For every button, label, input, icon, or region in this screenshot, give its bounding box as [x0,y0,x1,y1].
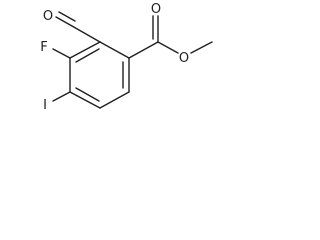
aldehyde-double-bond-b [58,11,76,22]
ester-oxygen-label: O [179,51,189,66]
ring-bond-5 [69,91,101,109]
aldehyde-oxygen-label: O [43,9,53,24]
benzene-ring [69,41,130,109]
iodine-label: I [43,98,47,113]
ester-carbon-bond [128,41,159,59]
fluorine-label: F [40,40,47,55]
iodine-bond [52,91,71,102]
ring-double-bond-inner-1 [75,48,100,63]
aldehyde-group: O [43,9,101,43]
aldehyde-carbon-bond [71,25,101,43]
ester-group: O O [128,2,213,66]
chemical-structure-diagram: O O O F I [40,2,213,113]
aldehyde-double-bond-a [55,16,73,27]
ring-bond-1 [69,41,101,59]
fluorine-bond [52,48,71,59]
ester-carbonyl-oxygen-label: O [151,2,161,17]
ester-methyl-bond [190,41,213,54]
ring-double-bond-inner-3 [75,87,100,102]
ester-single-bond-to-oxygen [157,41,179,54]
fluorine-substituent: F [40,40,71,59]
iodine-substituent: I [43,91,71,113]
ring-bond-2 [99,41,130,59]
ring-bond-4 [99,91,130,109]
